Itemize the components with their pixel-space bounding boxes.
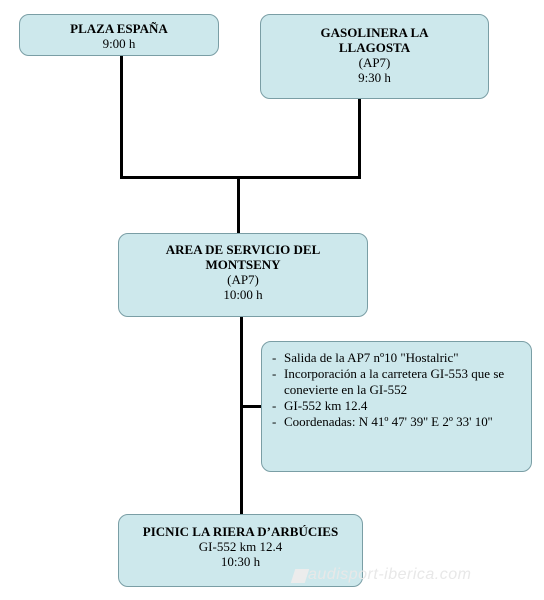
route-notes-list: Salida de la AP7 nº10 "Hostalric" Incorp…: [272, 350, 523, 430]
node-road: (AP7): [358, 55, 391, 70]
route-note: Coordenadas: N 41º 47' 39'' E 2º 33' 10'…: [272, 414, 523, 430]
node-area-servicio: AREA DE SERVICIO DEL MONTSENY (AP7) 10:0…: [118, 233, 368, 317]
node-title-line2: MONTSENY: [205, 257, 281, 272]
node-time: 9:00 h: [102, 36, 136, 51]
node-gasolinera: GASOLINERA LA LLAGOSTA (AP7) 9:30 h: [260, 14, 489, 99]
connector-to-notes: [240, 405, 261, 408]
watermark: audisport-iberica.com: [308, 566, 472, 583]
route-notes: Salida de la AP7 nº10 "Hostalric" Incorp…: [261, 341, 532, 472]
connector-plaza-down: [120, 56, 123, 178]
connector-horizontal: [120, 176, 361, 179]
node-time: 9:30 h: [358, 70, 391, 85]
route-note: GI-552 km 12.4: [272, 398, 523, 414]
connector-gas-down: [358, 99, 361, 178]
node-road: GI-552 km 12.4: [198, 539, 283, 554]
route-note: Salida de la AP7 nº10 "Hostalric": [272, 350, 523, 366]
node-time: 10:30 h: [220, 554, 261, 569]
node-time: 10:00 h: [223, 287, 263, 302]
node-title: PLAZA ESPAÑA: [70, 21, 168, 36]
connector-to-area: [237, 176, 240, 233]
node-title-line2: LLAGOSTA: [338, 40, 411, 55]
connector-area-to-picnic: [240, 317, 243, 514]
node-title-line1: AREA DE SERVICIO DEL: [165, 242, 321, 257]
node-road: (AP7): [227, 272, 259, 287]
node-title-line1: GASOLINERA LA: [320, 25, 429, 40]
node-picnic: PICNIC LA RIERA D’ARBÚCIES GI-552 km 12.…: [118, 514, 363, 587]
node-title: PICNIC LA RIERA D’ARBÚCIES: [142, 524, 339, 539]
route-note: Incorporación a la carretera GI-553 que …: [272, 366, 523, 398]
node-plaza-espana: PLAZA ESPAÑA 9:00 h: [19, 14, 219, 56]
